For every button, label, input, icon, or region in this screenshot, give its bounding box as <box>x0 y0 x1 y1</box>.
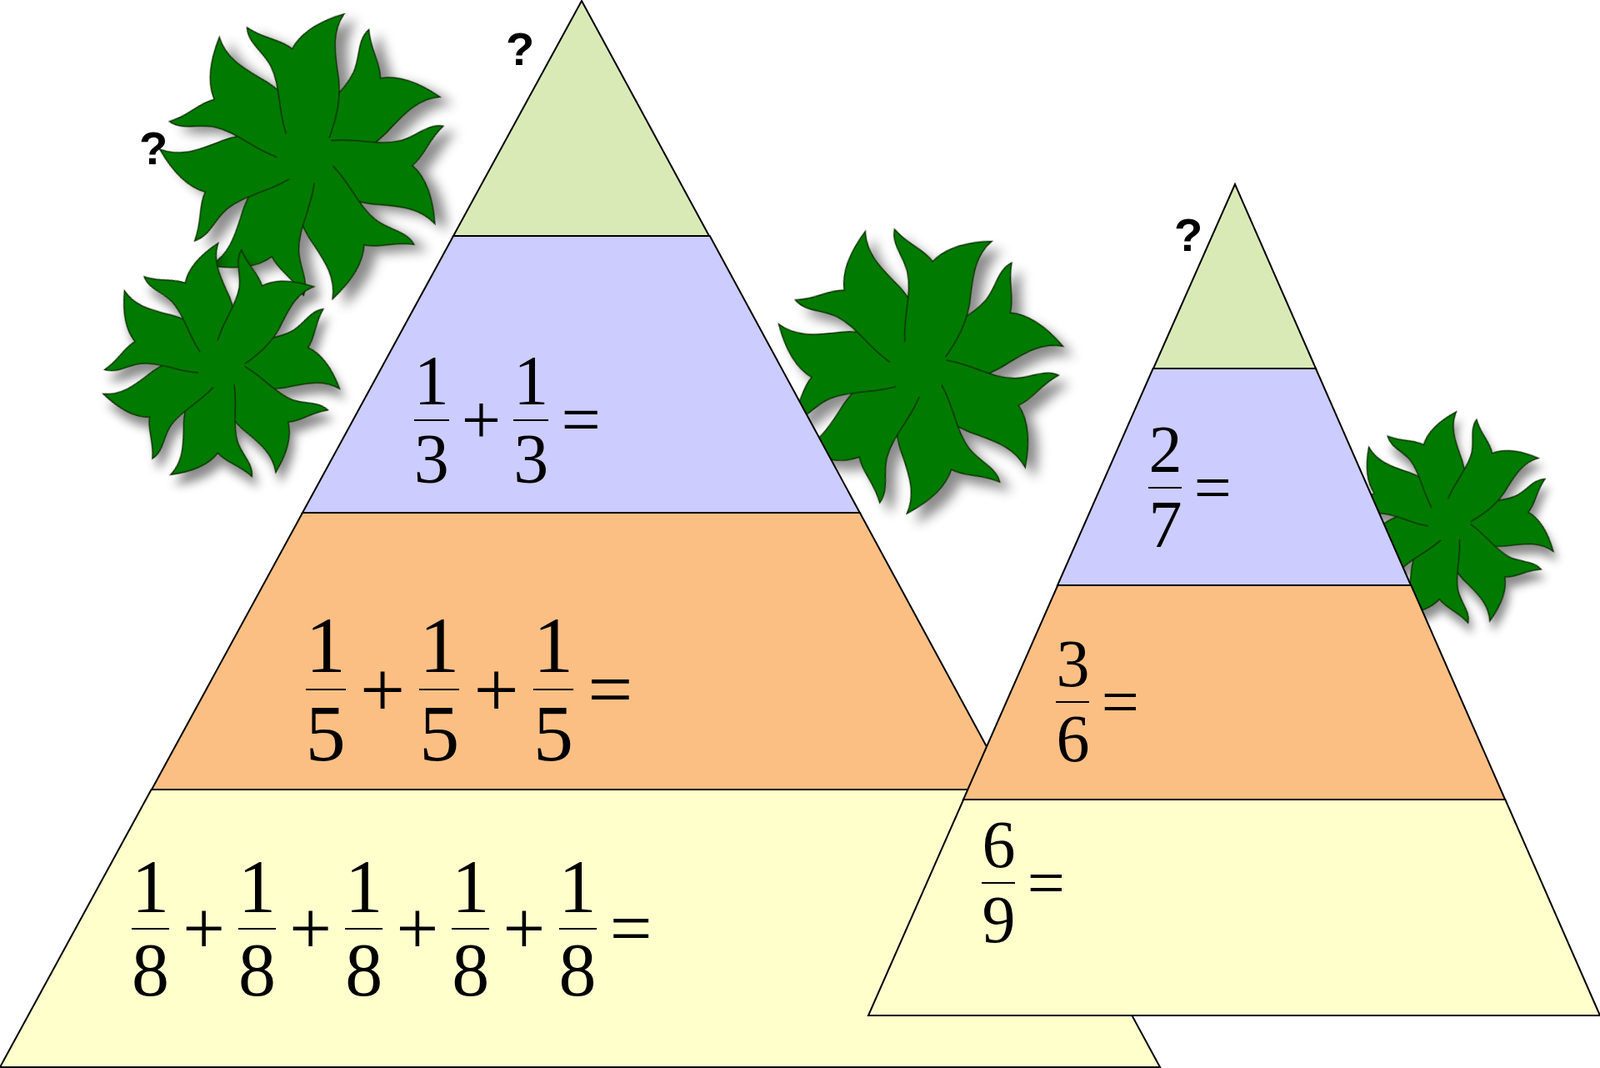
denominator: 6 <box>1055 705 1090 774</box>
denominator: 8 <box>451 931 490 1009</box>
pyramid-top <box>453 0 710 236</box>
fraction-bar <box>414 419 450 421</box>
fraction-bar <box>1148 486 1182 489</box>
fraction-bar <box>981 881 1015 884</box>
fraction-bar <box>533 688 574 690</box>
fraction-bar <box>305 688 346 690</box>
operator: = <box>587 649 633 730</box>
operator: + <box>503 890 546 966</box>
fraction-bar <box>559 927 597 930</box>
numerator: 1 <box>559 848 597 925</box>
pyramid-band: 13+13= <box>302 235 860 513</box>
fraction-bar <box>419 688 460 690</box>
denominator: 3 <box>513 423 549 495</box>
band-outline <box>868 799 1600 1015</box>
band-shape <box>151 512 1010 790</box>
numerator: 1 <box>238 848 276 925</box>
fraction: 18 <box>232 848 282 1009</box>
fraction: 15 <box>299 604 352 775</box>
band-shape <box>963 585 1505 800</box>
band-shape <box>868 799 1600 1015</box>
pyramid-top <box>1153 184 1316 369</box>
numerator: 1 <box>345 848 383 925</box>
fraction: 69 <box>976 810 1021 954</box>
question-mark: ? <box>505 25 535 73</box>
band-outline <box>302 235 860 513</box>
numerator: 1 <box>513 345 549 417</box>
equation: 36= <box>1050 630 1146 773</box>
band-outline <box>0 789 1160 1067</box>
numerator: 1 <box>451 848 490 925</box>
operator: + <box>474 649 520 730</box>
denominator: 5 <box>419 692 460 775</box>
denominator: 7 <box>1148 490 1182 560</box>
fraction-bar <box>1055 700 1090 703</box>
equation: 69= <box>976 810 1072 954</box>
operator: = <box>1194 454 1232 521</box>
numerator: 1 <box>131 848 170 925</box>
fraction-bar <box>131 927 170 930</box>
operator: + <box>461 385 501 455</box>
pyramid-band: 36= <box>963 585 1505 800</box>
numerator: 2 <box>1148 415 1182 485</box>
fraction: 18 <box>339 848 389 1009</box>
fraction: 18 <box>552 848 602 1009</box>
numerator: 1 <box>305 604 346 686</box>
numerator: 1 <box>414 345 450 417</box>
denominator: 8 <box>345 931 383 1009</box>
denominator: 8 <box>238 931 276 1009</box>
denominator: 9 <box>981 885 1015 955</box>
band-outline <box>963 585 1505 800</box>
question-mark: ? <box>1174 211 1203 259</box>
denominator: 5 <box>533 692 574 775</box>
fraction-bar <box>451 927 490 930</box>
band-shape <box>302 235 860 513</box>
fraction: 13 <box>408 345 455 495</box>
denominator: 8 <box>559 931 597 1009</box>
operator: = <box>1027 849 1065 916</box>
denominator: 3 <box>414 423 450 495</box>
numerator: 1 <box>533 604 574 686</box>
band-shape <box>1057 368 1411 585</box>
operator: + <box>395 890 439 966</box>
equation: 15+15+15= <box>299 604 641 775</box>
fraction: 36 <box>1050 630 1095 773</box>
numerator: 3 <box>1055 630 1090 699</box>
pyramid-band: 15+15+15= <box>151 512 1010 790</box>
denominator: 8 <box>131 931 170 1009</box>
pyramid-band: 69= <box>868 799 1600 1015</box>
fraction: 18 <box>125 848 175 1009</box>
fraction: 18 <box>445 848 495 1009</box>
fraction-bar <box>513 419 549 421</box>
fraction-bar <box>238 927 276 930</box>
operator: = <box>560 385 600 455</box>
fraction-bar <box>345 927 383 930</box>
fraction: 15 <box>413 604 466 775</box>
fraction: 13 <box>508 345 555 495</box>
band-outline <box>1057 368 1411 585</box>
equation: 27= <box>1143 415 1239 559</box>
band-outline <box>151 512 1010 790</box>
operator: = <box>610 890 653 966</box>
operator: + <box>289 890 332 966</box>
fraction: 27 <box>1143 415 1188 559</box>
operator: + <box>360 649 405 730</box>
denominator: 5 <box>305 692 346 775</box>
operator: = <box>1101 668 1140 735</box>
equation: 18+18+18+18+18= <box>125 848 660 1009</box>
fraction: 15 <box>526 604 580 775</box>
operator: + <box>182 890 225 966</box>
question-mark: ? <box>139 125 168 172</box>
equation: 13+13= <box>408 345 608 495</box>
numerator: 1 <box>419 604 460 686</box>
numerator: 6 <box>981 810 1015 880</box>
pyramid-band: 27= <box>1057 368 1411 585</box>
